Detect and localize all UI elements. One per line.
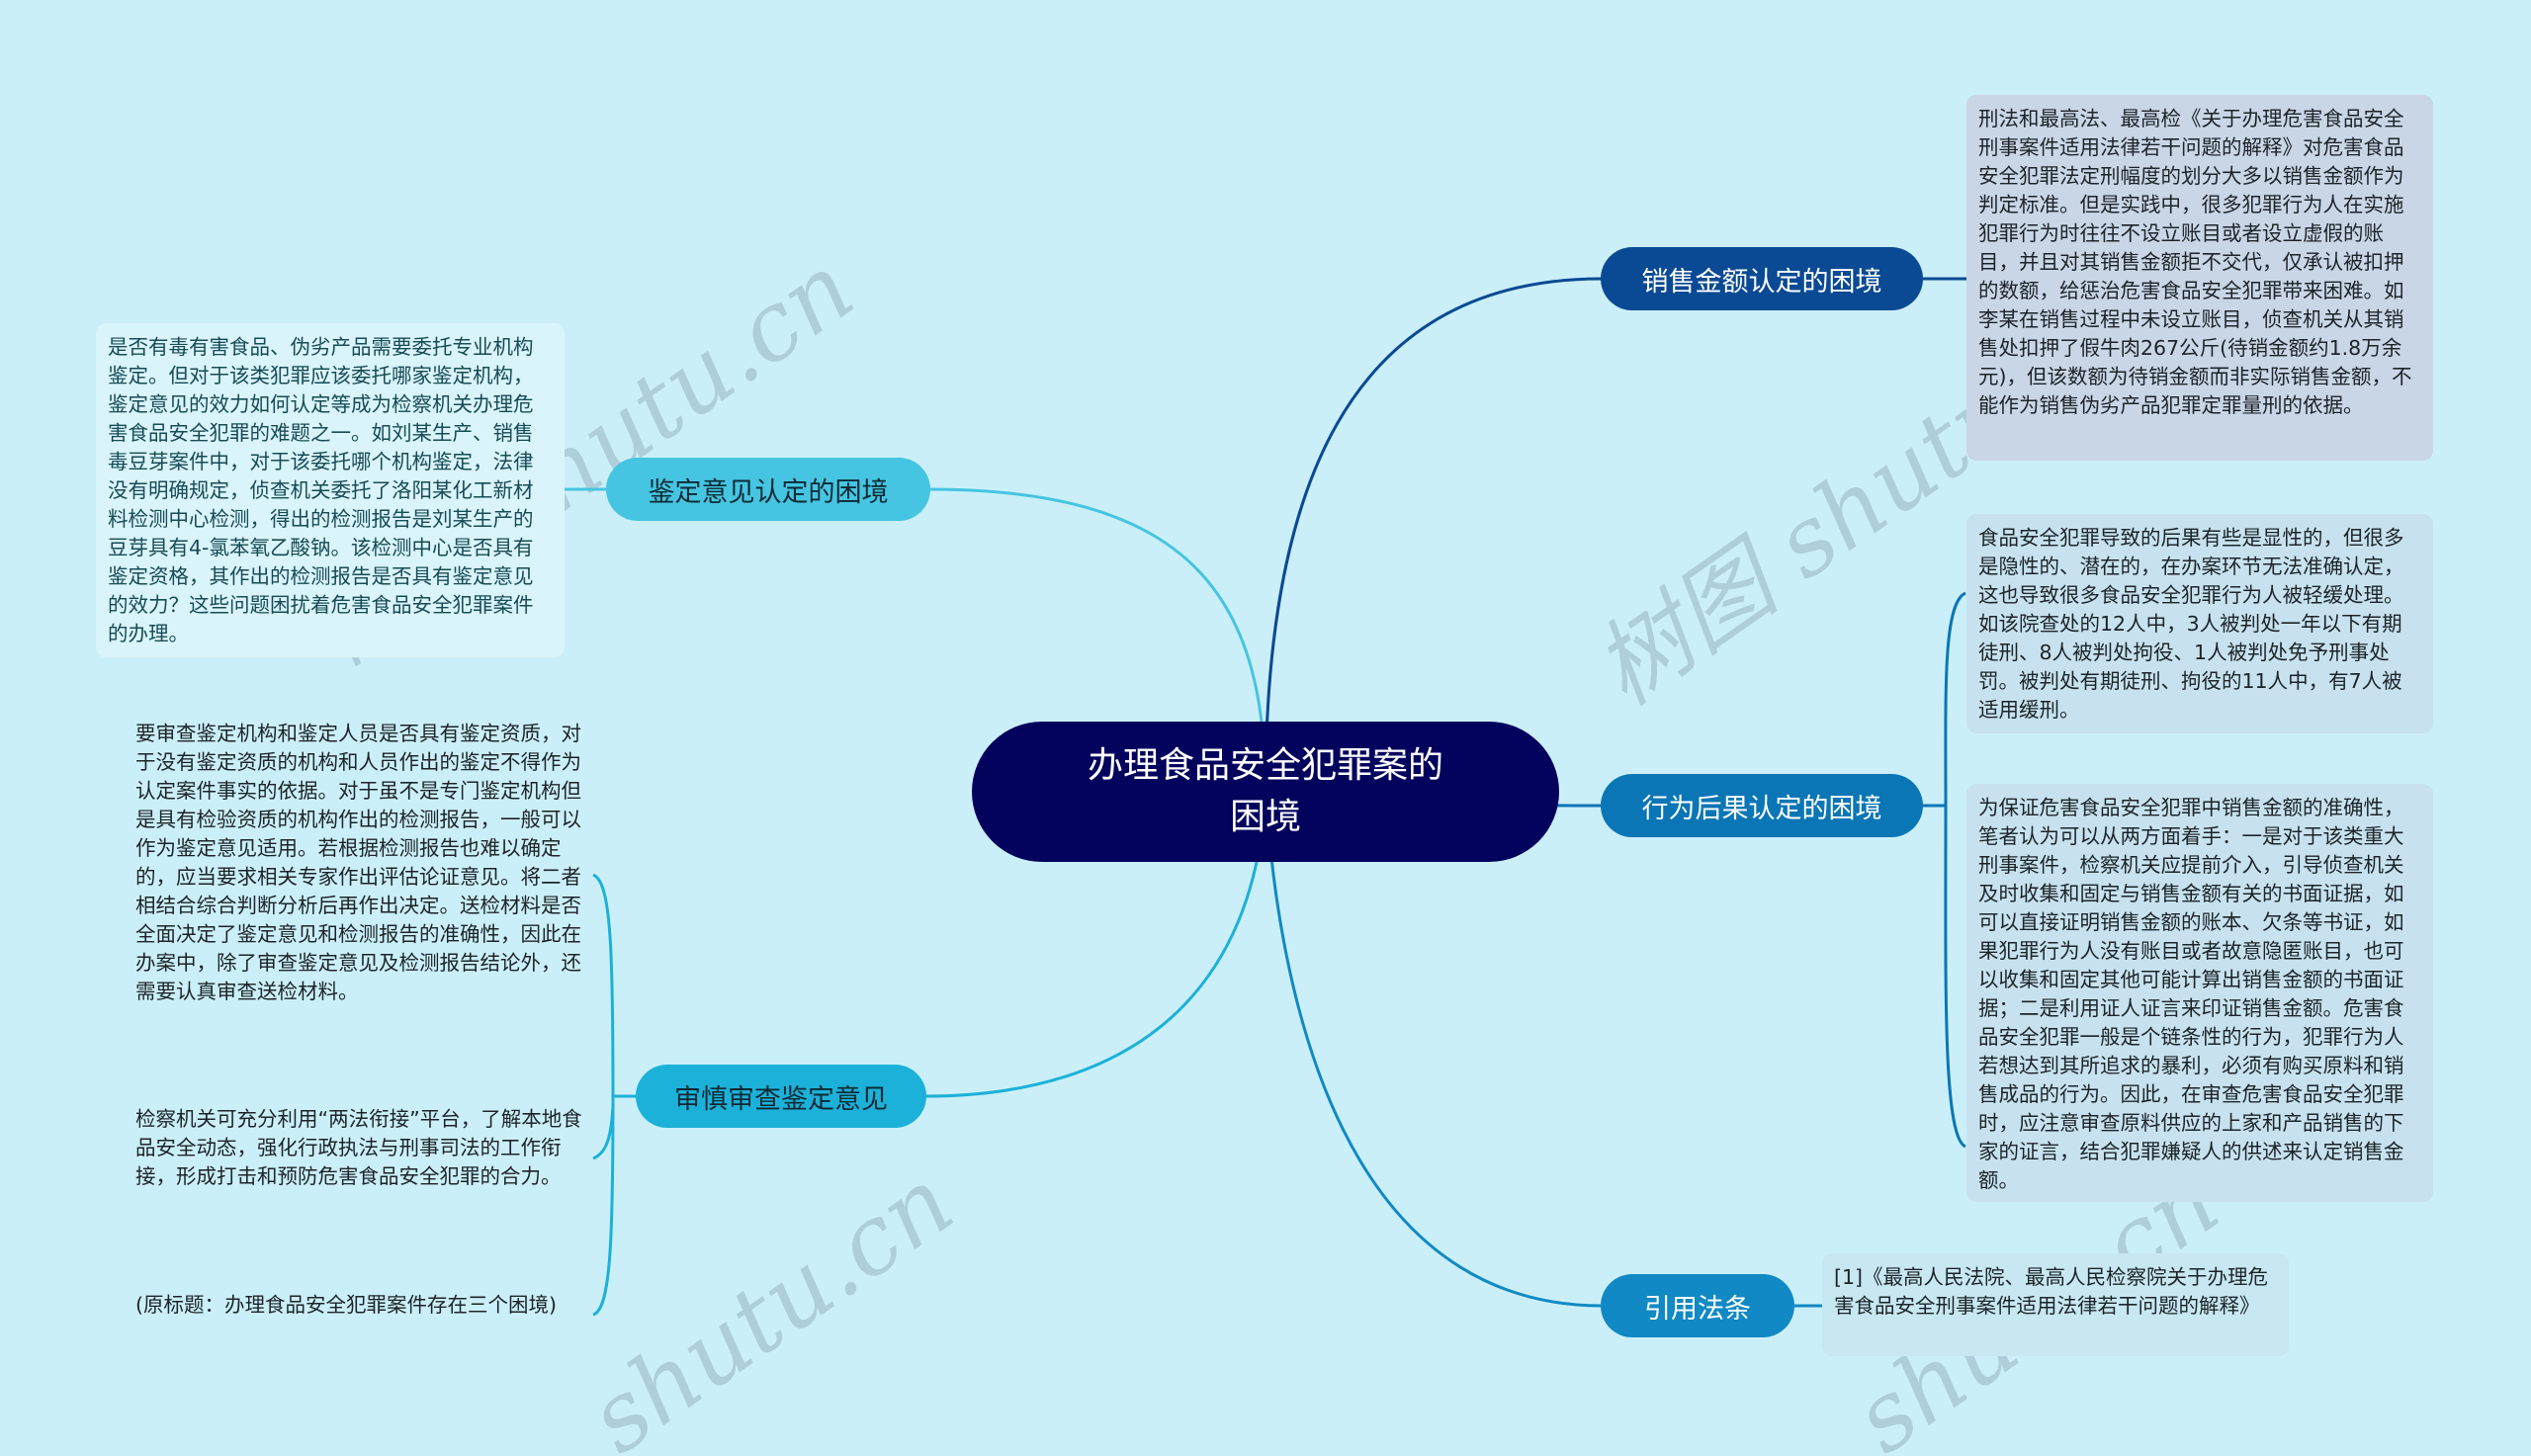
branch-careful-review[interactable]: 审慎审查鉴定意见 (636, 1065, 926, 1128)
leaf-note-review-3[interactable]: (原标题：办理食品安全犯罪案件存在三个困境) (135, 1293, 557, 1317)
leaf-note-citation[interactable]: [1]《最高人民法院、最高人民检察院关于办理危害食品安全刑事案件适用法律若干问题… (1822, 1253, 2289, 1356)
branch-label: 销售金额认定的困境 (1641, 266, 1882, 298)
branch-label: 引用法条 (1644, 1293, 1751, 1325)
branch-sales-amount[interactable]: 销售金额认定的困境 (1601, 247, 1923, 310)
leaf-note-result-2[interactable]: 为保证危害食品安全犯罪中销售金额的准确性，笔者认为可以从两方面着手：一是对于该类… (1966, 784, 2433, 1202)
branch-cited-law[interactable]: 引用法条 (1601, 1274, 1794, 1337)
leaf-note-review-1[interactable]: 要审查鉴定机构和鉴定人员是否具有鉴定资质，对于没有鉴定资质的机构和人员作出的鉴定… (135, 722, 581, 1003)
branch-label: 审慎审查鉴定意见 (674, 1083, 888, 1115)
root-topic-node[interactable]: 办理食品安全犯罪案的困境 (972, 722, 1559, 862)
leaf-note-opinion[interactable]: 是否有毒有害食品、伪劣产品需要委托专业机构鉴定。但对于该类犯罪应该委托哪家鉴定机… (96, 323, 565, 657)
branch-appraisal-opinion[interactable]: 鉴定意见认定的困境 (606, 458, 930, 521)
branch-behavior-result[interactable]: 行为后果认定的困境 (1601, 774, 1923, 837)
branch-label: 鉴定意见认定的困境 (648, 476, 889, 508)
branch-label: 行为后果认定的困境 (1641, 793, 1882, 824)
watermark: shutu.cn (568, 1146, 973, 1456)
root-topic-label: 办理食品安全犯罪案的困境 (1087, 745, 1443, 837)
leaf-note-result-1[interactable]: 食品安全犯罪导致的后果有些是显性的，但很多是隐性的、潜在的，在办案环节无法准确认… (1966, 514, 2433, 733)
leaf-note-sales[interactable]: 刑法和最高法、最高检《关于办理危害食品安全刑事案件适用法律若干问题的解释》对危害… (1966, 95, 2433, 461)
leaf-note-review-2[interactable]: 检察机关可充分利用“两法衔接”平台，了解本地食品安全动态，强化行政执法与刑事司法… (135, 1107, 582, 1188)
